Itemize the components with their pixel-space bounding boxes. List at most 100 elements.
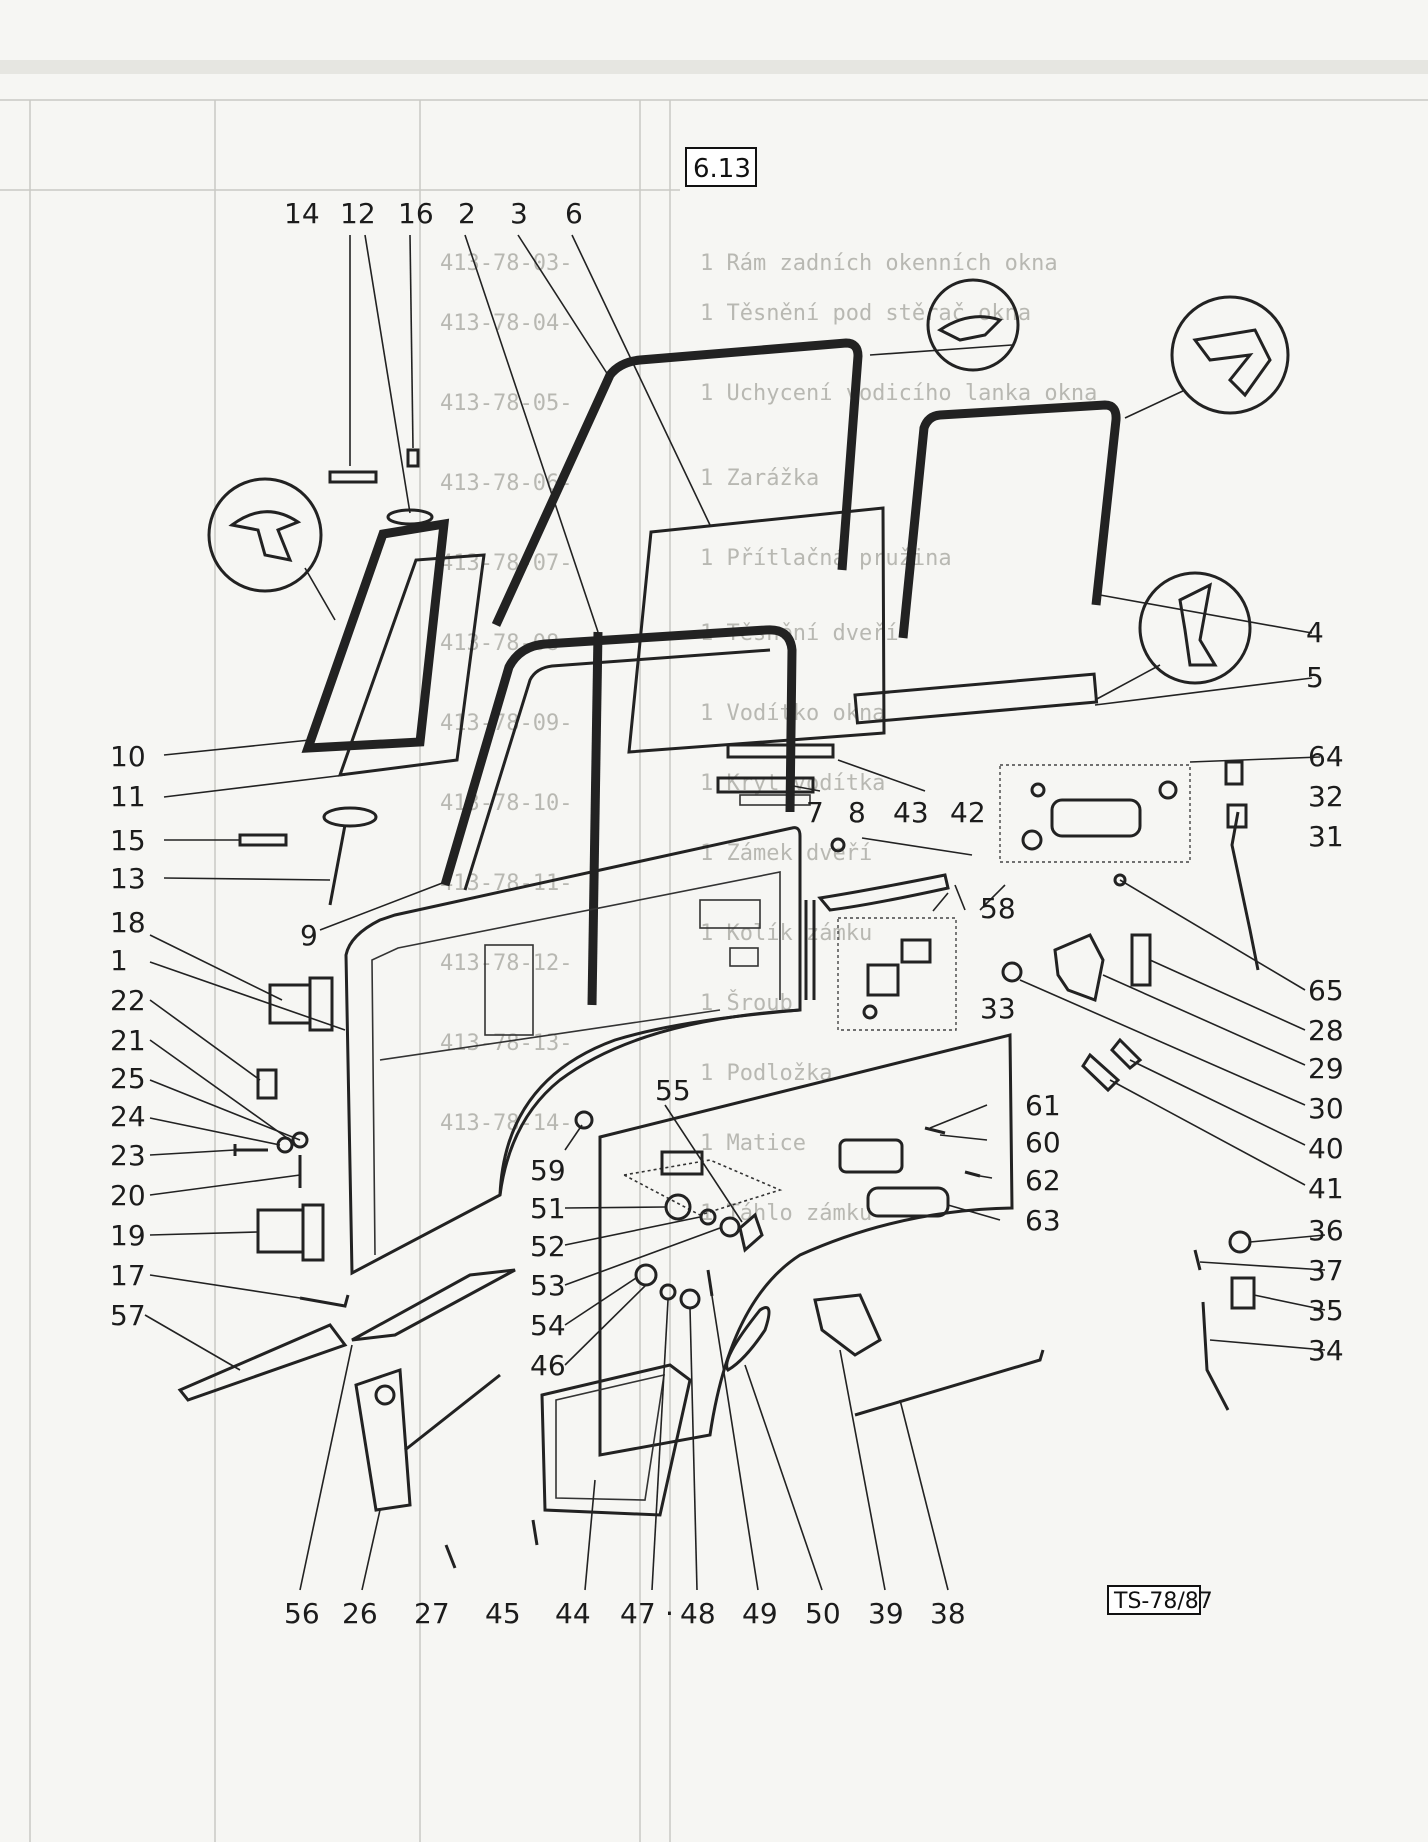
- belt-weatherstrip: [853, 672, 1099, 725]
- callout-65: 65: [1308, 974, 1344, 1007]
- lock-bracket-28: [1130, 933, 1152, 987]
- armrest-handle-60: [838, 1138, 904, 1174]
- drawing-code: TS-78/87: [1107, 1585, 1213, 1615]
- bleed-code: 413-78-07-: [440, 551, 572, 576]
- callout-15: 15: [110, 824, 146, 857]
- screw-59: [574, 1110, 594, 1130]
- callout-45: 45: [485, 1597, 521, 1630]
- callout-57: 57: [110, 1299, 146, 1332]
- callout-41: 41: [1308, 1172, 1344, 1205]
- callout-58: 58: [980, 892, 1016, 925]
- callout-30: 30: [1308, 1092, 1344, 1125]
- bleed-line: 1 Uchycení vodicího lanka okna: [700, 381, 1097, 406]
- callout-53: 53: [530, 1269, 566, 1302]
- bleed-line: 1 Matice: [700, 1131, 806, 1156]
- lock-rod-connector: [1226, 803, 1248, 829]
- callout-9: 9: [300, 919, 318, 952]
- lock-bumper-30: [1001, 961, 1023, 983]
- callout-13: 13: [110, 862, 146, 895]
- lock-rod-38: [854, 1349, 1045, 1417]
- callout-27: 27: [414, 1597, 450, 1630]
- screw-45: [531, 1519, 539, 1546]
- callout-28: 28: [1308, 1014, 1344, 1047]
- crank-spring-52: [699, 1208, 717, 1226]
- bleed-line: 1 Táhlo zámku: [700, 1201, 872, 1226]
- rod-34: [1201, 1301, 1230, 1411]
- callout-59: 59: [530, 1154, 566, 1187]
- callout-7: 7: [806, 796, 824, 829]
- bleed-line: 1 Těsnění pod stěrač okna: [700, 301, 1031, 326]
- handle-screw: [830, 837, 846, 853]
- bleed-code: 413-78-11-: [440, 871, 572, 896]
- window-run-channel: [587, 631, 603, 1006]
- crank-spring-47: [659, 1283, 677, 1301]
- window-crank-55: [738, 1212, 764, 1253]
- inner-door-handle: [817, 873, 950, 912]
- sill-trim-56: [351, 1268, 516, 1342]
- callout-40: 40: [1308, 1132, 1344, 1165]
- callout-56: 56: [284, 1597, 320, 1630]
- screw-17: [299, 1294, 350, 1308]
- callout-50: 50: [805, 1597, 841, 1630]
- callout-51: 51: [530, 1192, 566, 1225]
- callout-8: 8: [848, 796, 866, 829]
- callout-44: 44: [555, 1597, 591, 1630]
- outside-handle: [1050, 798, 1142, 838]
- callout-17: 17: [110, 1259, 146, 1292]
- seal-profile-detail-left: [207, 477, 323, 593]
- seal-profile-shape-belt: [1178, 582, 1218, 667]
- screw-65: [1113, 873, 1127, 887]
- callout-39: 39: [868, 1597, 904, 1630]
- glass-lift-bracket: [716, 776, 815, 794]
- callout-19: 19: [110, 1219, 146, 1252]
- callout-36: 36: [1308, 1214, 1344, 1247]
- callout-21: 21: [110, 1024, 146, 1057]
- armrest-pull-63: [866, 1186, 950, 1218]
- lock-button-32: [1224, 760, 1244, 786]
- bleed-code: 413-78-04-: [440, 311, 572, 336]
- door-check-cord-50: [725, 1306, 771, 1372]
- door-window-glass: [627, 506, 886, 754]
- handle-button-64: [1021, 829, 1043, 851]
- switch-plate: [660, 1150, 704, 1176]
- callout-10: 10: [110, 740, 146, 773]
- lower-hinge: [256, 1203, 325, 1262]
- panel-clip-region: [621, 1159, 783, 1216]
- leader-lines: [144, 234, 1326, 1591]
- rod-pin-37: [1193, 1249, 1202, 1271]
- drawing-code-label: TS-78/87: [1113, 1589, 1213, 1614]
- callout-33: 33: [980, 992, 1016, 1025]
- callout-dot: ·: [665, 1597, 674, 1630]
- callout-labels: 14 12 16 2 3 6 4 5 64 32 31 7 8 43 42 58…: [110, 197, 1344, 1630]
- striker-40: [1081, 1052, 1121, 1093]
- callout-43: 43: [893, 796, 929, 829]
- crank-escutcheon-51: [664, 1193, 692, 1221]
- seal-profile-shape-top: [937, 315, 1003, 342]
- pin-49: [706, 1269, 714, 1297]
- window-frame-seal: [491, 338, 863, 627]
- bleed-code: 413-78-12-: [440, 951, 572, 976]
- callout-1: 1: [110, 944, 128, 977]
- callout-24: 24: [110, 1100, 146, 1133]
- figure-number-label: 6.13: [693, 154, 751, 184]
- bleed-line: 1 Podložka: [700, 1061, 832, 1086]
- seal-profile-detail-top: [926, 278, 1020, 372]
- callout-3: 3: [510, 197, 528, 230]
- screw-62: [964, 1170, 981, 1178]
- door-shell-inner-edge: [371, 871, 781, 1256]
- door-lower-curve: [498, 1008, 801, 1196]
- screw-27: [444, 1544, 457, 1569]
- door-trim-panel: [598, 1033, 1014, 1457]
- callout-12: 12: [340, 197, 376, 230]
- handle-clip-64: [1158, 780, 1178, 800]
- lock-spring: [862, 1004, 878, 1020]
- callout-63: 63: [1025, 1204, 1061, 1237]
- regulator-gear: [374, 1384, 396, 1406]
- callout-25: 25: [110, 1062, 146, 1095]
- window-regulator: [354, 1367, 412, 1512]
- bleed-line: 1 Kolík zámku: [700, 921, 872, 946]
- callout-54: 54: [530, 1309, 566, 1342]
- check-strap-plate: [256, 1068, 278, 1100]
- handle-spring-64: [1030, 782, 1046, 798]
- callout-55: 55: [655, 1074, 691, 1107]
